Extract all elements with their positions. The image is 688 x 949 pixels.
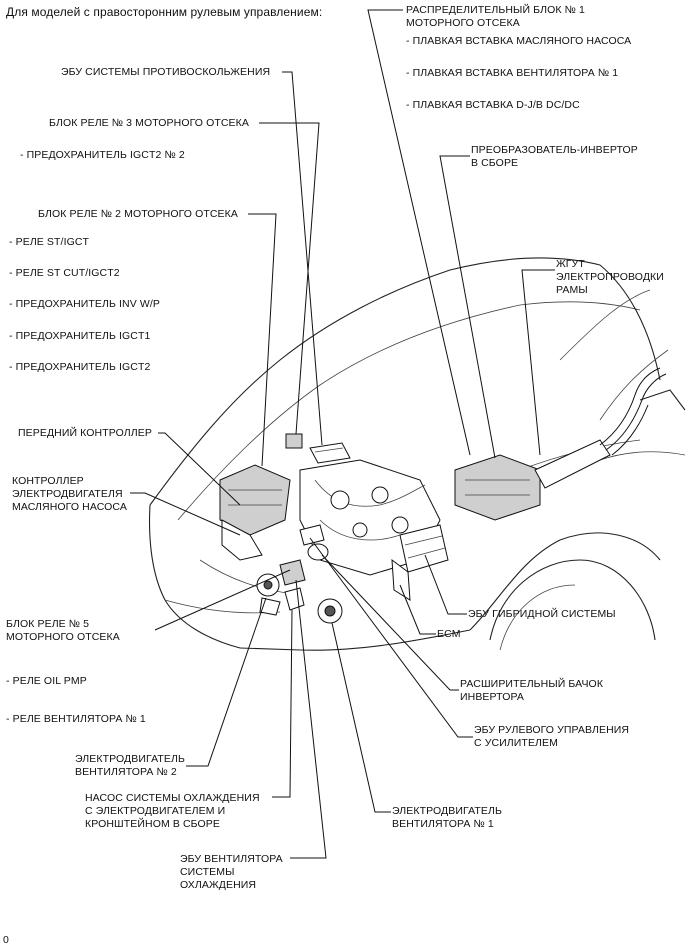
label-eps-ecu: ЭБУ РУЛЕВОГО УПРАВЛЕНИЯ С УСИЛИТЕЛЕМ [474, 724, 630, 749]
label-relay-block-2: БЛОК РЕЛЕ № 2 МОТОРНОГО ОТСЕКА [38, 208, 238, 220]
label-inverter: ПРЕОБРАЗОВАТЕЛЬ-ИНВЕРТОР В СБОРЕ [471, 144, 638, 169]
label-inverter-tank: РАСШИРИТЕЛЬНЫЙ БАЧОК ИНВЕРТОРА [460, 678, 604, 703]
relay-block-5 [279, 559, 306, 586]
label-relay-st-cut: - РЕЛЕ ST CUT/IGCT2 [9, 267, 120, 279]
label-relay-fan-1: - РЕЛЕ ВЕНТИЛЯТОРА № 1 [6, 713, 146, 725]
label-frame-harness: ЖГУТ ЭЛЕКТРОПРОВОДКИ РАМЫ [556, 258, 664, 296]
label-fuse-igct2: - ПРЕДОХРАНИТЕЛЬ IGCT2 [9, 361, 151, 373]
label-fuse-igct1: - ПРЕДОХРАНИТЕЛЬ IGCT1 [9, 330, 151, 342]
label-ecm: ECM [437, 628, 461, 640]
label-front-controller: ПЕРЕДНИЙ КОНТРОЛЛЕР [18, 427, 152, 439]
frame-harness [599, 367, 667, 456]
hybrid-ecu [399, 524, 449, 573]
label-fan-ecu: ЭБУ ВЕНТИЛЯТОРА СИСТЕМЫ ОХЛАЖДЕНИЯ [180, 853, 283, 891]
label-fuse-igct2-2: - ПРЕДОХРАНИТЕЛЬ IGCT2 № 2 [20, 149, 185, 161]
label-hybrid-ecu: ЭБУ ГИБРИДНОЙ СИСТЕМЫ [468, 608, 616, 620]
inverter-assembly [454, 439, 611, 521]
cooling-pump [284, 587, 305, 611]
ecm [391, 558, 411, 601]
page-header: Для моделей с правосторонним рулевым упр… [6, 5, 323, 19]
relay-block-2 [219, 464, 291, 536]
label-relay-st-igct: - РЕЛЕ ST/IGCT [9, 236, 90, 248]
figure-code: 0 [3, 934, 9, 946]
label-fuse-oil-pump: - ПЛАВКАЯ ВСТАВКА МАСЛЯНОГО НАСОСА [406, 35, 632, 47]
label-relay-oil-pmp: - РЕЛЕ OIL PMP [6, 675, 87, 687]
label-antiskid-ecu: ЭБУ СИСТЕМЫ ПРОТИВОСКОЛЬЖЕНИЯ [61, 66, 271, 78]
label-fan-motor-2: ЭЛЕКТРОДВИГАТЕЛЬ ВЕНТИЛЯТОРА № 2 [75, 753, 185, 778]
label-fuse-fan-1: - ПЛАВКАЯ ВСТАВКА ВЕНТИЛЯТОРА № 1 [406, 67, 619, 79]
leader-lines [130, 9, 555, 859]
label-distributor-block-1: РАСПРЕДЕЛИТЕЛЬНЫЙ БЛОК № 1 МОТОРНОГО ОТС… [406, 4, 585, 29]
eps-ecu [299, 524, 325, 546]
label-relay-block-5: БЛОК РЕЛЕ № 5 МОТОРНОГО ОТСЕКА [6, 618, 120, 643]
label-fuse-inv-wp: - ПРЕДОХРАНИТЕЛЬ INV W/P [9, 298, 160, 310]
antiskid-ecu [309, 442, 351, 464]
label-oil-pump-controller: КОНТРОЛЛЕР ЭЛЕКТРОДВИГАТЕЛЯ МАСЛЯНОГО НА… [12, 475, 127, 513]
oil-pump-controller [221, 519, 263, 561]
label-fan-motor-1: ЭЛЕКТРОДВИГАТЕЛЬ ВЕНТИЛЯТОРА № 1 [392, 805, 502, 830]
fan-motor-2 [256, 573, 281, 616]
label-cooling-pump: НАСОС СИСТЕМЫ ОХЛАЖДЕНИЯ С ЭЛЕКТРОДВИГАТ… [85, 792, 260, 830]
relay-block-3 [285, 433, 303, 449]
label-relay-block-3: БЛОК РЕЛЕ № 3 МОТОРНОГО ОТСЕКА [49, 117, 249, 129]
car-body-outline [148, 257, 686, 651]
label-fuse-djb: - ПЛАВКАЯ ВСТАВКА D-J/B DC/DC [406, 99, 580, 111]
fan-motor-1 [317, 598, 343, 624]
